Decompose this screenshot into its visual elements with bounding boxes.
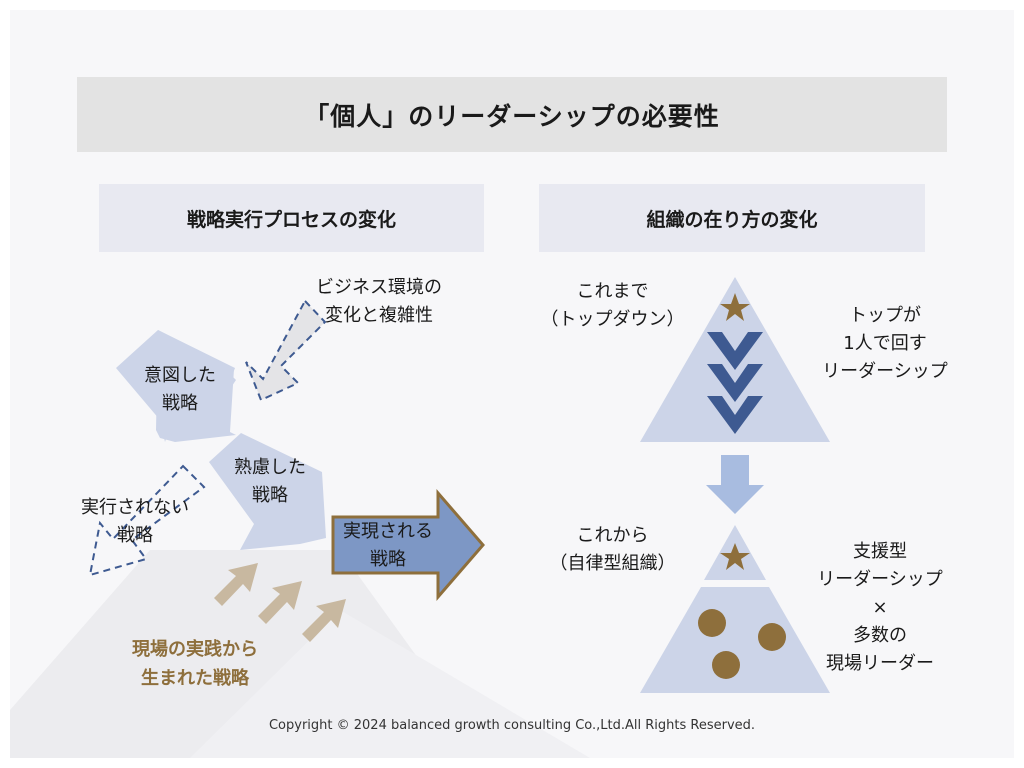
triangle-gap: [704, 580, 766, 585]
autonomous-triangle-base: [640, 587, 830, 693]
label-support-leadership: 支援型 リーダーシップ × 多数の 現場リーダー: [817, 541, 943, 674]
label-intended-strategy: 意図した 戦略: [144, 365, 216, 414]
label-realized-strategy: 実現される 戦略: [343, 521, 433, 570]
slide: 「個人」のリーダーシップの必要性 戦略実行プロセスの変化 組織の在り方の変化: [10, 10, 1014, 758]
bg-mountain-right: [190, 610, 590, 758]
background-shapes: [10, 550, 590, 758]
intended-strategy-arrow-body: [116, 330, 236, 442]
copyright: Copyright © 2024 balanced growth consult…: [268, 718, 756, 733]
label-after: これから （自律型組織）: [549, 525, 676, 574]
star-icon: [720, 543, 750, 570]
label-emergent-strategy: 現場の実践から 生まれた戦略: [132, 639, 258, 689]
emergent-arrows: [214, 563, 346, 642]
label-deliberate-strategy: 熟慮した 戦略: [234, 457, 306, 506]
section-heading-strategy: 戦略実行プロセスの変化: [99, 184, 484, 252]
chevron-down-icon: [707, 332, 763, 434]
environment-arrow: [245, 299, 327, 402]
dot-icon: [758, 623, 786, 651]
label-before: これまで （トップダウン）: [540, 281, 685, 330]
unrealized-strategy-arrow: [88, 464, 206, 577]
label-top-leadership: トップが 1人で回す リーダーシップ: [822, 305, 948, 382]
emergent-arrow-2: [258, 581, 302, 624]
diagram-canvas: [88, 277, 830, 693]
transition-down-arrow: [706, 455, 764, 514]
realized-strategy-arrow: [331, 488, 485, 602]
dot-icon: [698, 609, 726, 637]
page-title: 「個人」のリーダーシップの必要性: [77, 77, 947, 152]
deliberate-strategy-arrow: [209, 433, 326, 550]
section-heading-organization: 組織の在り方の変化: [539, 184, 925, 252]
label-environment: ビジネス環境の 変化と複雑性: [316, 277, 442, 326]
label-unrealized-strategy: 実行されない 戦略: [81, 497, 189, 546]
dot-icon: [712, 651, 740, 679]
emergent-arrow-3: [302, 599, 346, 642]
emergent-arrow-1: [214, 563, 258, 606]
star-icon: [720, 293, 750, 321]
